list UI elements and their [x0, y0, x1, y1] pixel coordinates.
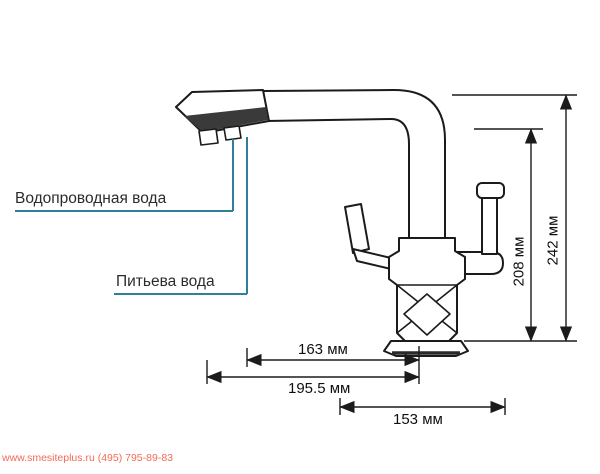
- label-tap-water: Водопроводная вода: [15, 190, 167, 207]
- right-handle-stem: [481, 195, 498, 255]
- dimension-163: 163 мм: [298, 341, 348, 358]
- callout-lines: [15, 137, 248, 295]
- faucet-body-diamond: [403, 293, 451, 336]
- left-handle-connector: [352, 248, 392, 270]
- outlet-tap-water: [198, 128, 219, 146]
- spout-aerator-strip: [184, 107, 268, 132]
- dimension-242: 242 мм: [544, 215, 562, 266]
- dimension-lines: [206, 94, 577, 415]
- dimension-208: 208 мм: [510, 236, 528, 287]
- label-drinking-water: Питьева вода: [116, 273, 215, 290]
- dimension-195-5: 195.5 мм: [288, 380, 351, 397]
- watermark-text: www.smesiteplus.ru (495) 795-89-83: [2, 452, 173, 464]
- right-handle-cap: [476, 182, 505, 199]
- faucet-drawing: [175, 89, 505, 357]
- callout-line-drinking-water: [114, 137, 248, 295]
- callout-line-tap-water: [15, 139, 234, 212]
- outlet-drinking-water: [223, 125, 242, 141]
- dimension-153: 153 мм: [393, 411, 443, 428]
- left-handle: [344, 203, 370, 254]
